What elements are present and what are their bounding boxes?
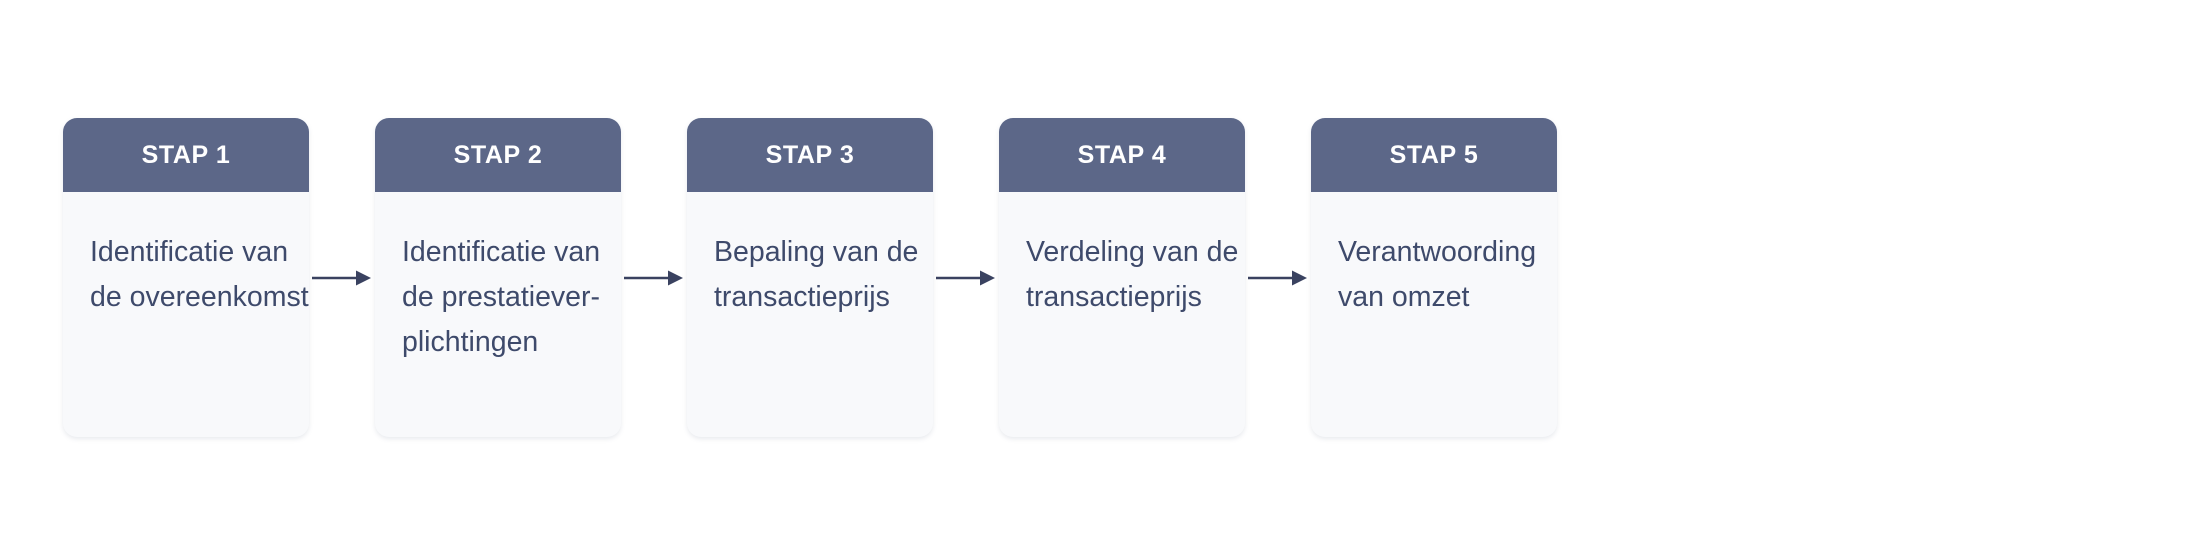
step-body-line: transactieprijs bbox=[714, 281, 890, 314]
step-card-3: STAP 3 Bepaling van de transactieprijs bbox=[687, 118, 933, 437]
step-body-4: Verdeling van de transactieprijs bbox=[999, 192, 1245, 437]
step-card-5: STAP 5 Verantwoording van omzet bbox=[1311, 118, 1557, 437]
arrow-right-icon bbox=[312, 270, 371, 285]
arrow-right-icon bbox=[936, 270, 995, 285]
step-body-3: Bepaling van de transactieprijs bbox=[687, 192, 933, 437]
step-body-line: van omzet bbox=[1338, 281, 1470, 314]
step-header-5: STAP 5 bbox=[1311, 118, 1557, 192]
step-body-line: plichtingen bbox=[402, 326, 539, 359]
step-body-line: Verantwoording bbox=[1338, 236, 1537, 268]
step-body-line: Identificatie van bbox=[90, 236, 289, 268]
step-body-2: Identificatie van de prestatiever- plich… bbox=[375, 192, 621, 437]
step-body-line: transactieprijs bbox=[1026, 281, 1202, 314]
arrow-right-icon bbox=[1248, 270, 1307, 285]
connector-1-to-2 bbox=[309, 118, 375, 437]
step-body-line: Identificatie van bbox=[402, 236, 601, 268]
step-header-3: STAP 3 bbox=[687, 118, 933, 192]
step-body-line: de prestatiever- bbox=[402, 281, 601, 314]
step-body-line: de overeenkomst bbox=[90, 281, 309, 314]
step-body-line: Verdeling van de bbox=[1026, 236, 1239, 268]
step-body-line: Bepaling van de bbox=[714, 236, 919, 268]
step-body-1: Identificatie van de overeenkomst bbox=[63, 192, 309, 437]
step-card-2: STAP 2 Identificatie van de prestatiever… bbox=[375, 118, 621, 437]
step-card-4: STAP 4 Verdeling van de transactieprijs bbox=[999, 118, 1245, 437]
connector-4-to-5 bbox=[1245, 118, 1311, 437]
step-header-1: STAP 1 bbox=[63, 118, 309, 192]
step-body-5: Verantwoording van omzet bbox=[1311, 192, 1557, 437]
step-header-2: STAP 2 bbox=[375, 118, 621, 192]
connector-2-to-3 bbox=[621, 118, 687, 437]
connector-3-to-4 bbox=[933, 118, 999, 437]
step-card-1: STAP 1 Identificatie van de overeenkomst bbox=[63, 118, 309, 437]
step-header-4: STAP 4 bbox=[999, 118, 1245, 192]
arrow-right-icon bbox=[624, 270, 683, 285]
